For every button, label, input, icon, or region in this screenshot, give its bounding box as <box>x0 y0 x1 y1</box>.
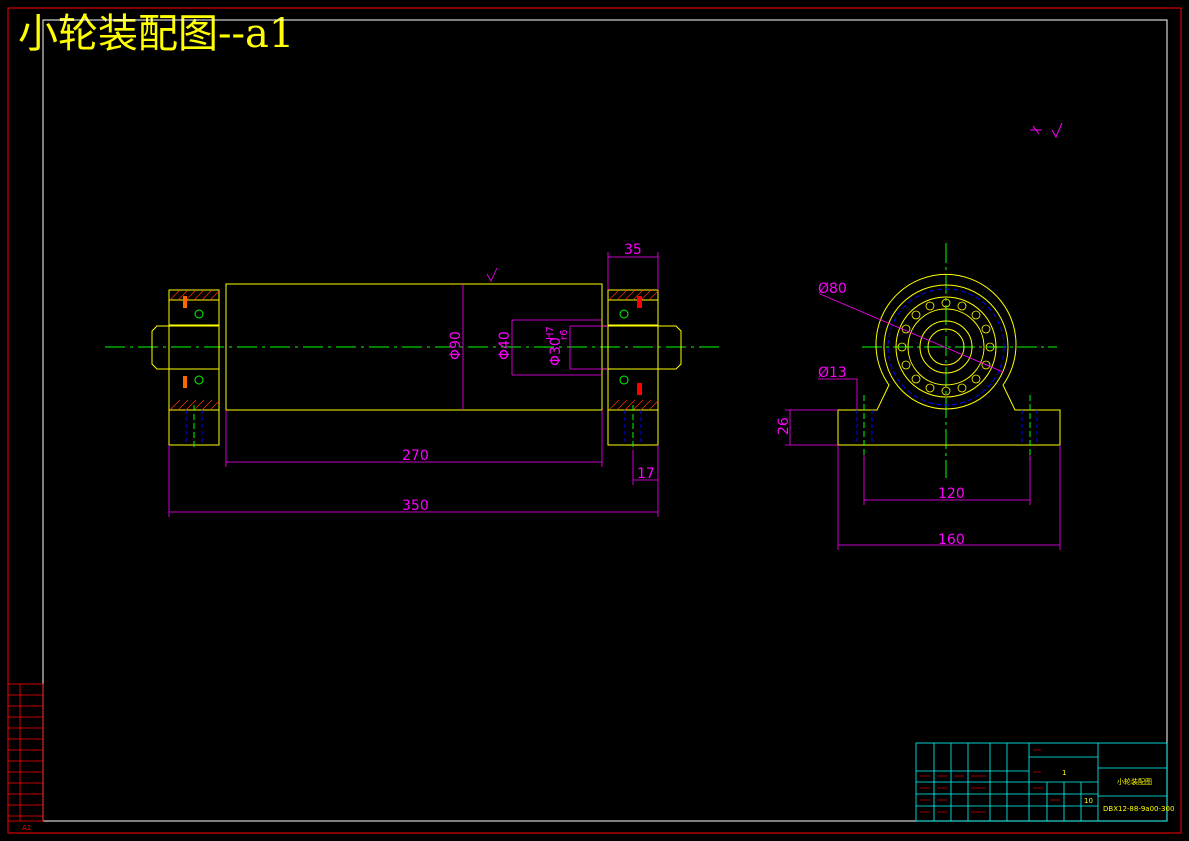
base-bolt-centerlines <box>863 395 1031 460</box>
roughness-symbol <box>1030 122 1063 139</box>
front-roughness-mark <box>486 267 498 282</box>
dim-26: 26 <box>776 417 792 435</box>
dim-phi90: Φ90 <box>448 331 464 360</box>
left-bearing-hatch <box>169 289 220 411</box>
dim-phi30: Φ30 <box>548 337 564 366</box>
sheet-size-label: A1 <box>22 824 31 832</box>
left-ball-top <box>194 309 204 319</box>
outer-frame <box>7 7 1182 834</box>
left-shaft-end <box>151 325 219 370</box>
right-bearing-hatch <box>608 289 659 411</box>
dim-350: 350 <box>402 498 429 514</box>
title-block-sheet-count: 10 <box>1084 797 1093 805</box>
dim-d80: Ø80 <box>818 281 847 297</box>
side-dimension-lines <box>785 293 1061 550</box>
left-ball-bottom <box>194 375 204 385</box>
inner-frame <box>42 19 1168 822</box>
dim-d13: Ø13 <box>818 365 847 381</box>
right-ball-top <box>619 309 629 319</box>
title-block <box>915 742 1168 822</box>
title-block-red-marks <box>920 749 1060 813</box>
bearing-hidden-circle <box>887 288 1005 406</box>
left-key-top <box>183 296 187 308</box>
right-shaft-end <box>602 325 682 370</box>
dim-phi40: Φ40 <box>497 331 513 360</box>
dim-270: 270 <box>402 448 429 464</box>
side-view: Ø80 Ø13 26 120 160 <box>776 243 1061 550</box>
roller-drum <box>225 283 603 411</box>
dim-fit-r6: r6 <box>559 330 570 340</box>
title-block-drawing-number: DBX12-88-9a00-300 <box>1103 805 1174 813</box>
title-block-scale-value: 1 <box>1062 769 1066 777</box>
dim-17: 17 <box>637 466 655 482</box>
pillow-block-housing <box>837 273 1061 446</box>
revision-strip <box>7 683 44 822</box>
dim-fit-h7: H7 <box>545 326 556 340</box>
front-dimension-lines <box>168 252 659 517</box>
right-key-top <box>637 296 642 308</box>
dim-160: 160 <box>938 532 965 548</box>
title-block-drawing-name: 小轮装配图 <box>1117 777 1152 786</box>
front-view: 35 Φ90 Φ40 Φ30 H7 r6 270 17 350 <box>105 242 722 517</box>
right-bearing-housing <box>607 289 659 446</box>
right-bolt-hidden <box>624 410 642 445</box>
right-ball-bottom <box>619 375 629 385</box>
dim-120: 120 <box>938 486 965 502</box>
left-key-bottom <box>183 376 187 388</box>
dim-35: 35 <box>624 242 642 258</box>
left-bearing-housing <box>168 289 220 446</box>
right-key-bottom <box>637 383 642 395</box>
bearing-rollers <box>897 298 995 396</box>
left-bolt-hidden <box>185 410 203 445</box>
base-bolt-holes <box>856 410 1038 445</box>
drawing-title: 小轮装配图--a1 <box>18 11 295 57</box>
